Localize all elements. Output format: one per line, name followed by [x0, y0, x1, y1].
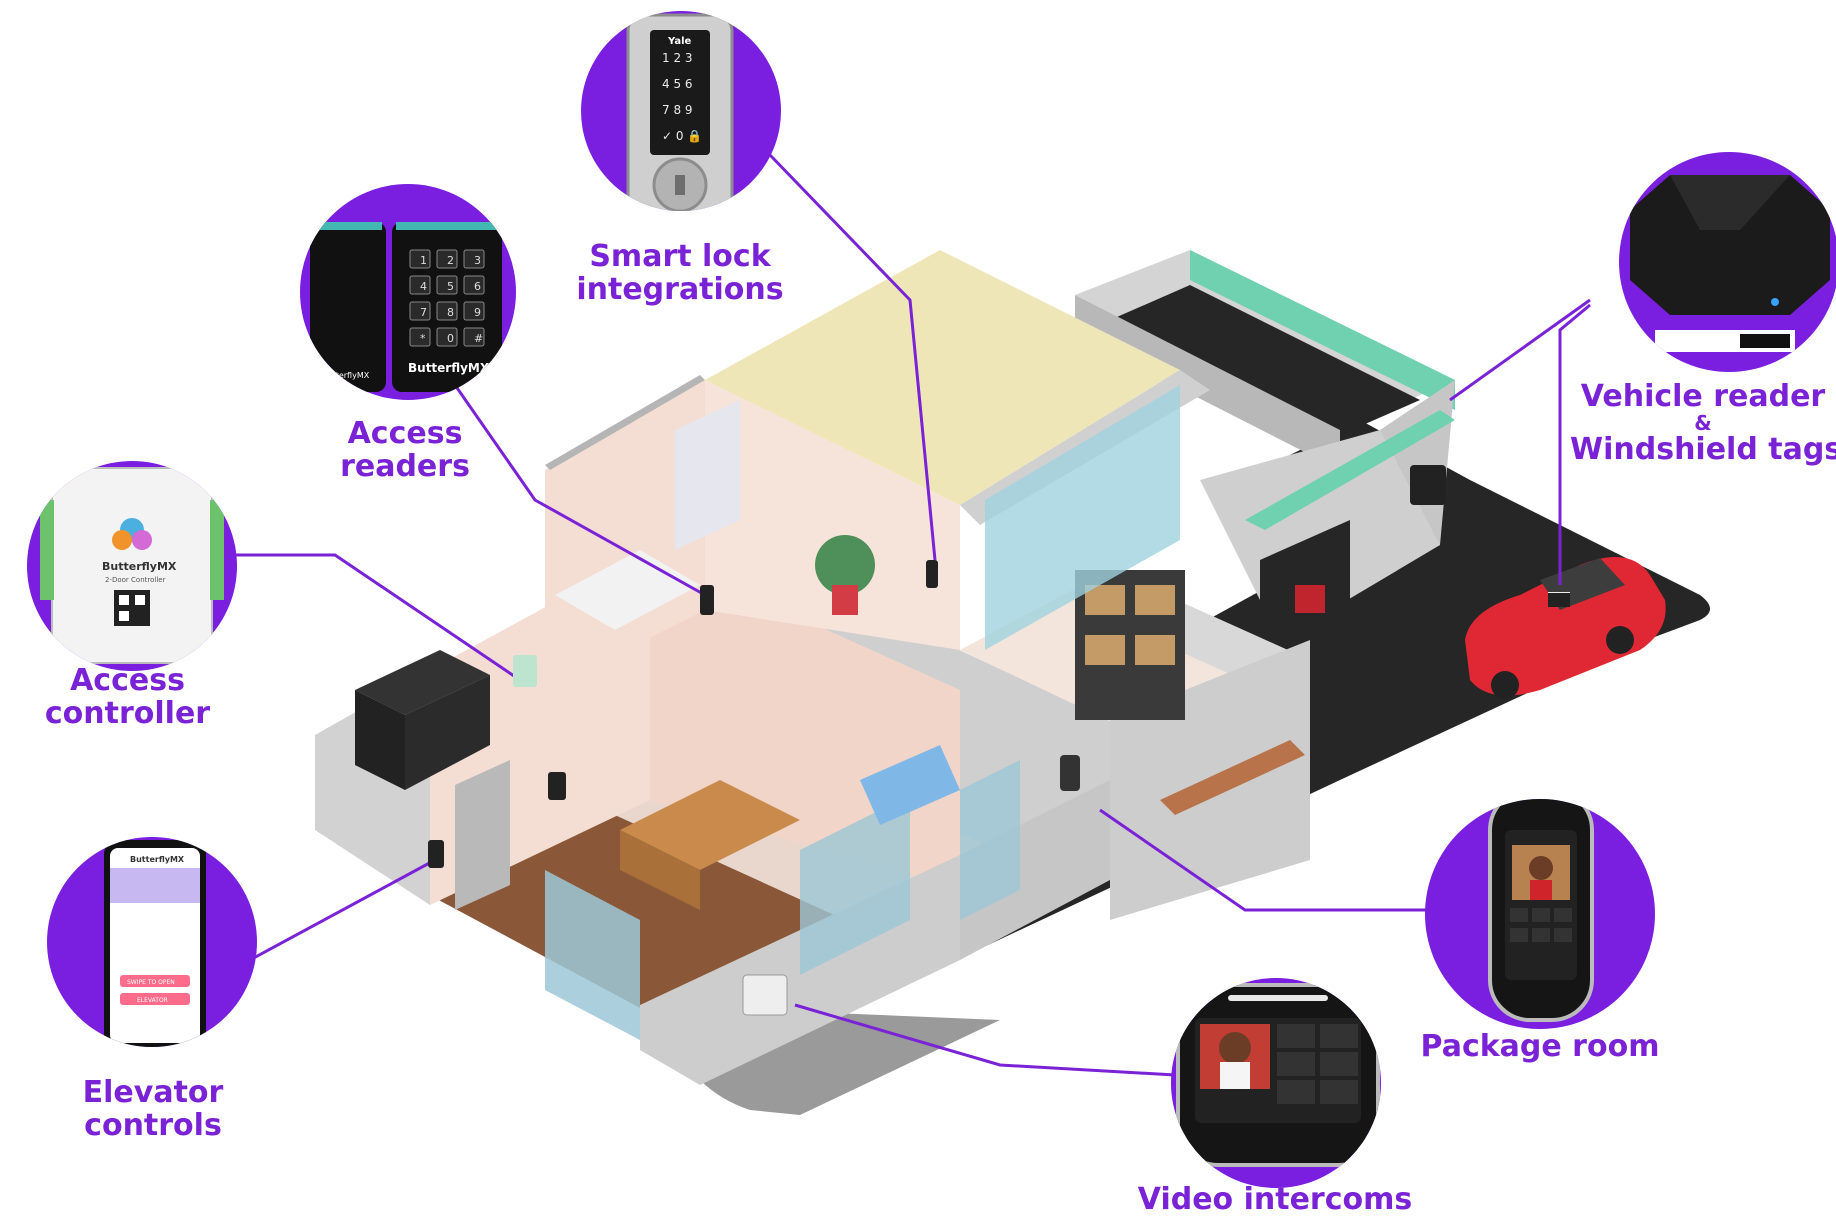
access-readers-label-line1: Access: [347, 416, 463, 451]
access-controller-label: Access controller: [40, 664, 215, 730]
svg-text:#: #: [474, 332, 483, 345]
svg-text:8: 8: [447, 306, 454, 319]
elevator-controls-label: Elevator controls: [68, 1076, 238, 1142]
vehicle-reader-callout-circle: [1619, 152, 1836, 372]
deadbolt-keypad-lock-icon: 1 2 3 4 5 6 7 8 9 ✓ 0 🔒 Yale: [626, 13, 734, 211]
access-controller-label-line2: controller: [44, 696, 211, 731]
svg-text:4: 4: [420, 280, 427, 293]
vehicle-reader-box-icon: [1630, 175, 1830, 352]
package-room-callout-circle: [1425, 799, 1655, 1029]
svg-text:1 2 3: 1 2 3: [662, 51, 693, 65]
package-room-label: Package room: [1420, 1030, 1660, 1063]
video-intercoms-callout-circle: [1171, 978, 1381, 1188]
svg-text:1: 1: [420, 254, 427, 267]
svg-text:5: 5: [447, 280, 454, 293]
elevator-controls-callout-circle: ButterflyMX SWIPE TO OPEN ELEVATOR: [47, 837, 257, 1047]
svg-text:*: *: [420, 332, 426, 345]
app-brand-text: ButterflyMX: [130, 855, 185, 864]
access-readers-label-line2: readers: [340, 449, 470, 484]
access-readers-label: Access readers: [320, 417, 490, 483]
device-markers: [428, 465, 1570, 1016]
swipe-to-open-text: SWIPE TO OPEN: [127, 979, 175, 986]
vehicle-reader-label-amp: &: [1694, 411, 1712, 435]
svg-text:7 8 9: 7 8 9: [662, 103, 693, 117]
smart-lock-label-line1: Smart lock: [589, 239, 771, 274]
svg-text:4 5 6: 4 5 6: [662, 77, 693, 91]
package-room-label-line1: Package room: [1420, 1029, 1660, 1064]
vehicle-reader-label-line1: Vehicle reader: [1580, 379, 1826, 414]
smart-lock-label: Smart lock integrations: [570, 240, 790, 306]
svg-text:6: 6: [474, 280, 481, 293]
reader-brand-text: ButterflyMX: [408, 361, 490, 375]
elevator-controls-label-line1: Elevator: [82, 1075, 224, 1110]
svg-text:0: 0: [447, 332, 454, 345]
controller-subtitle-text: 2-Door Controller: [105, 576, 166, 584]
svg-text:2: 2: [447, 254, 454, 267]
video-intercoms-label: Video intercoms: [1130, 1183, 1420, 1216]
smart-lock-callout-circle: 1 2 3 4 5 6 7 8 9 ✓ 0 🔒 Yale: [581, 11, 781, 211]
svg-text:✓ 0 🔒: ✓ 0 🔒: [662, 129, 702, 143]
elevator-controls-label-line2: controls: [84, 1108, 222, 1143]
access-controller-callout-circle: ButterflyMX 2-Door Controller: [27, 461, 237, 671]
smart-lock-label-line2: integrations: [576, 272, 784, 307]
elevator-button-text: ELEVATOR: [137, 997, 168, 1004]
vehicle-reader-label-line2: Windshield tags: [1570, 432, 1836, 467]
card-reader-keypad-icon: 1 2 3 4 5 6 7 8 9 * 0 # ButterflyMX Butt…: [310, 222, 502, 392]
svg-text:9: 9: [474, 306, 481, 319]
lock-brand-text: Yale: [667, 36, 691, 47]
vehicle-reader-label: Vehicle reader & Windshield tags: [1570, 380, 1836, 466]
package-room-intercom-icon: [1488, 799, 1594, 1022]
building: [315, 250, 1310, 1085]
svg-text:3: 3: [474, 254, 481, 267]
smartphone-app-icon: ButterflyMX SWIPE TO OPEN ELEVATOR: [104, 840, 206, 1047]
door-controller-board-icon: ButterflyMX 2-Door Controller: [40, 467, 224, 664]
controller-brand-text: ButterflyMX: [102, 560, 177, 573]
access-controller-label-line1: Access: [70, 663, 185, 698]
video-intercom-panel-icon: [1176, 983, 1380, 1167]
video-intercoms-label-line1: Video intercoms: [1137, 1182, 1413, 1217]
connector-lines: [228, 153, 1591, 1077]
svg-text:7: 7: [420, 306, 427, 319]
access-readers-callout-circle: 1 2 3 4 5 6 7 8 9 * 0 # ButterflyMX Butt…: [300, 184, 516, 400]
reader-brand-text-small: ButterflyMX: [322, 371, 370, 380]
